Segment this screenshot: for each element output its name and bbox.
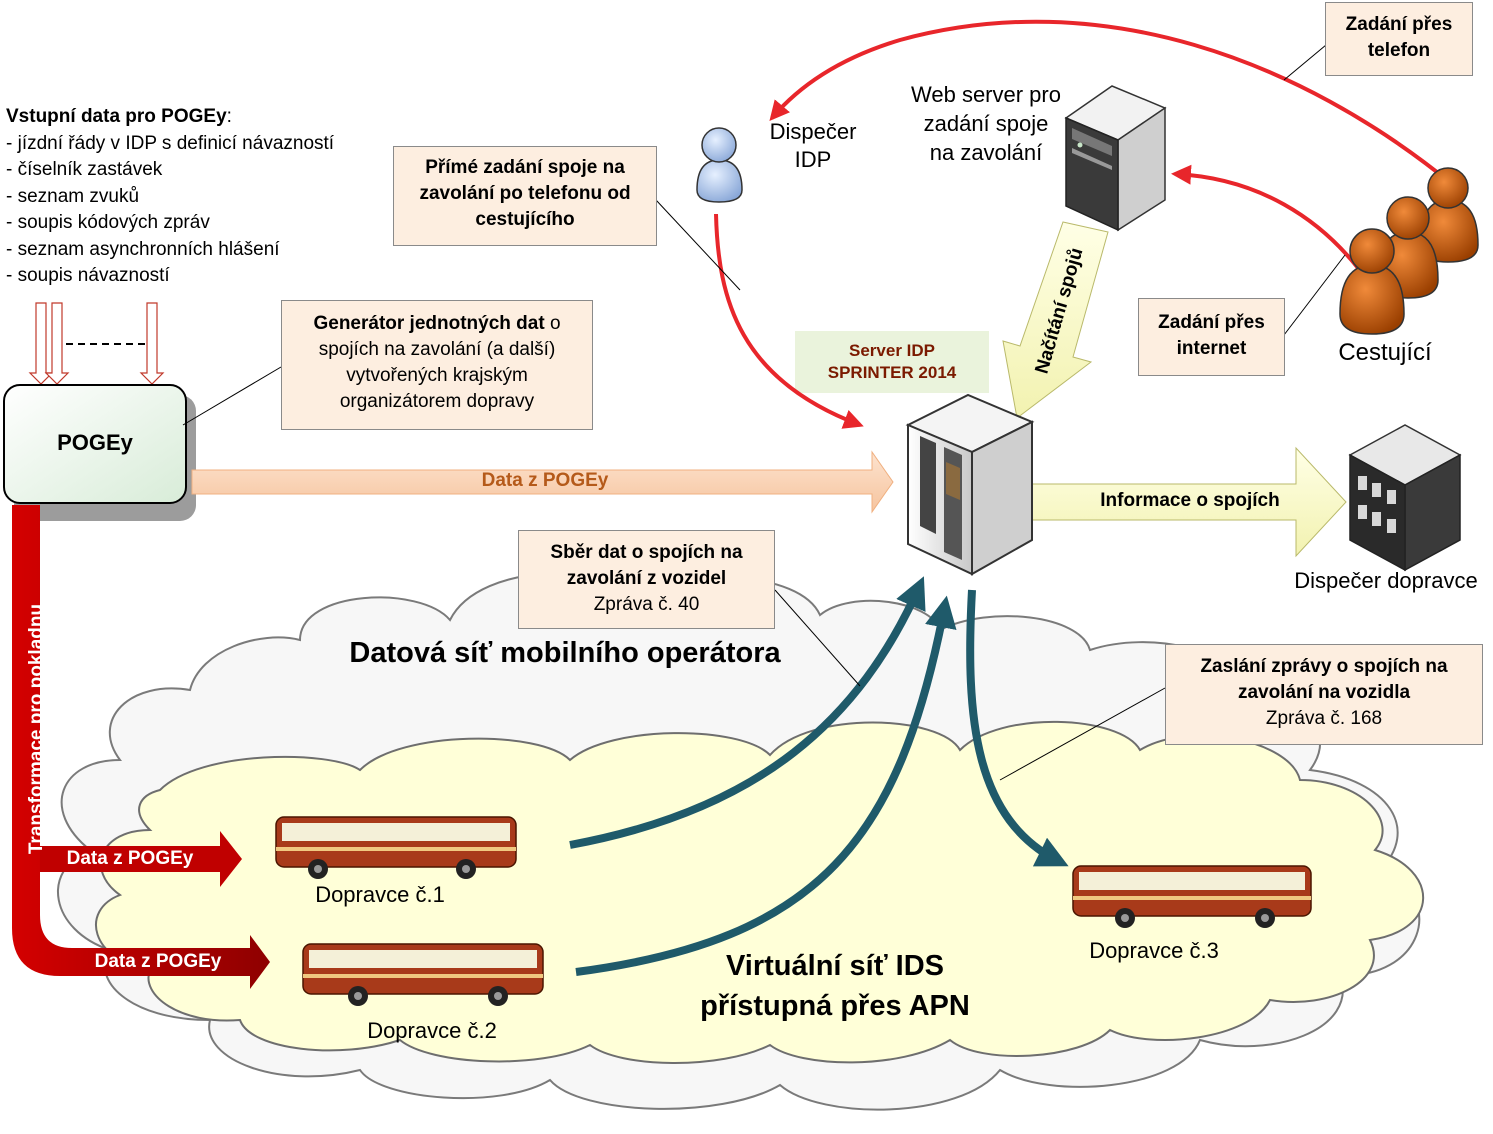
- data-arrow-bus2-label: Data z POGEy: [94, 951, 222, 972]
- bus3-icon: [1072, 865, 1312, 928]
- input-data-heading: Vstupní data pro POGEy: [6, 106, 227, 127]
- arrow-server-to-bus3: [966, 589, 1069, 867]
- data-arrow-bus1-label: Data z POGEy: [66, 848, 194, 869]
- input-item: - seznam zvuků: [6, 185, 140, 207]
- info-arrow: [1031, 446, 1347, 558]
- arrow-bus2-to-server: [575, 595, 957, 976]
- phone-booking-note: Přímé zadání spoje na zavolání po telefo…: [393, 146, 657, 246]
- arrow-dispatcher-to-server: [714, 213, 864, 429]
- carrier-dispatcher-icon: [1348, 424, 1462, 572]
- carrier-dispatcher-label: Dispečer dopravce: [1294, 568, 1478, 593]
- send-note: Zaslání zprávy o spojích na zavolání na …: [1165, 644, 1483, 745]
- arrow-passengers-to-dispatcher: [769, 19, 1454, 186]
- bus1-label: Dopravce č.1: [315, 882, 445, 907]
- generator-note: Generátor jednotných dat o spojích na za…: [281, 300, 593, 430]
- bus2-icon: [302, 943, 544, 1006]
- input-item: - soupis kódových zpráv: [6, 212, 210, 233]
- generator-note-bold: Generátor jednotných dat: [313, 313, 545, 334]
- data-arrow-bus1-shape: [40, 831, 242, 887]
- input-data-list: Vstupní data pro POGEy: - jízdní řády v …: [6, 104, 334, 290]
- arrow-bus1-to-server: [569, 576, 926, 849]
- input-item: - seznam asynchronních hlášení: [6, 238, 280, 260]
- bus1-icon: [275, 816, 517, 879]
- pogey-box[interactable]: [3, 384, 187, 504]
- passengers-label: Cestující: [1338, 339, 1432, 366]
- loading-arrow: [1002, 221, 1109, 419]
- info-arrow-label: Informace o spojích: [1100, 490, 1280, 511]
- pogey-label: POGEy: [57, 430, 133, 455]
- arrow-passengers-to-webserver: [1171, 164, 1360, 270]
- input-arrows: [28, 302, 165, 385]
- data-arrow-main: [191, 450, 894, 514]
- web-server-icon: [1064, 85, 1167, 232]
- transform-arrow-label: Transformace pro pokladnu: [26, 603, 47, 855]
- callout-lines: [182, 44, 1346, 781]
- data-arrow-main-label: Data z POGEy: [481, 470, 609, 491]
- bus2-label: Dopravce č.2: [367, 1018, 497, 1043]
- generator-note-rest: o spojích na zavolání (a další) vytvořen…: [318, 313, 561, 412]
- server-idp-icon: [905, 393, 1035, 576]
- mobile-network-label: Datová síť mobilního operátora: [349, 637, 781, 669]
- input-data-heading-suffix: :: [226, 106, 232, 127]
- transform-pipe: [12, 505, 270, 989]
- server-idp-label-bg: [795, 331, 989, 393]
- input-item: - číselník zastávek: [6, 159, 163, 180]
- input-item: - jízdní řády v IDP s definicí návaznost…: [6, 132, 335, 154]
- dispatcher-idp-icon: [696, 127, 743, 203]
- input-item: - soupis návazností: [6, 265, 170, 286]
- bus3-label: Dopravce č.3: [1089, 938, 1219, 963]
- passengers-icon: [1339, 167, 1479, 335]
- collect-note: Sběr dat o spojích na zavolání z vozidel…: [518, 530, 775, 629]
